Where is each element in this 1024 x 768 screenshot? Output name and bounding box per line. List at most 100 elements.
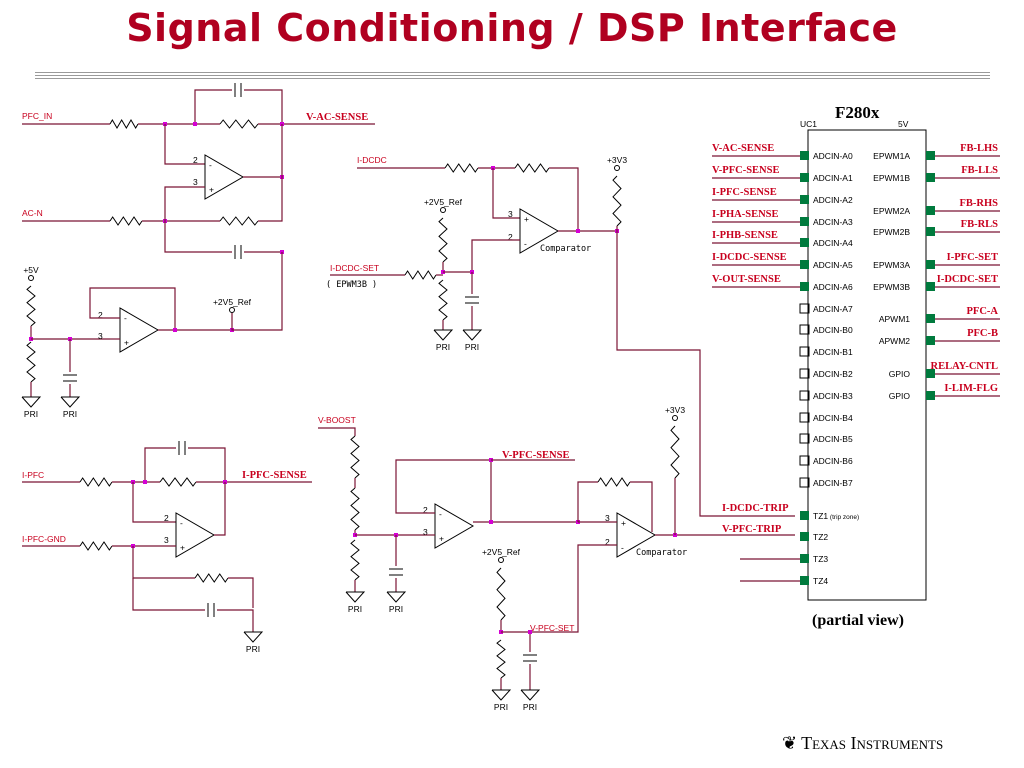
resistor (109, 216, 143, 226)
trip-signal-label: I-DCDC-TRIP (722, 503, 789, 514)
resistor (496, 567, 506, 621)
output-signal-label: PFC-B (967, 328, 998, 339)
wire (228, 577, 254, 608)
chip-pin-label: TZ1 (trip zone) (813, 511, 859, 521)
op-amp-sign: + (209, 184, 214, 194)
adc-signal-label: I-PFC-SENSE (712, 187, 777, 198)
pin-number: 3 (605, 513, 610, 523)
chip-pin (800, 576, 809, 585)
chip-pin-label: EPWM3B (873, 282, 910, 292)
chip-pin (926, 314, 935, 323)
chip-pin-label: APWM2 (879, 336, 910, 346)
chip-pin-label: ADCIN-A0 (813, 151, 853, 161)
pin-number: 3 (193, 177, 198, 187)
chip-pin-unused (799, 477, 810, 488)
net-label: I-PFC-GND (22, 534, 66, 544)
comparator-label: Comparator (636, 548, 687, 558)
wire (164, 186, 205, 221)
wire (89, 287, 176, 330)
wire (194, 89, 232, 124)
adc-signal-label: V-AC-SENSE (712, 143, 774, 154)
net-label: I-DCDC (357, 155, 387, 165)
chip-pin-label: ADCIN-B1 (813, 347, 853, 357)
supply-label: +3V3 (665, 405, 685, 415)
op-amp (119, 307, 159, 353)
adc-signal-label: V-PFC-SENSE (712, 165, 779, 176)
resistor (496, 639, 506, 679)
adc-signal-label: I-PHA-SENSE (712, 209, 779, 220)
chip-pin (926, 260, 935, 269)
resistor (79, 477, 113, 487)
op-amp-sign: - (621, 542, 624, 552)
chip-pin (800, 260, 809, 269)
chip-pin (926, 227, 935, 236)
resistor (597, 477, 631, 487)
chip-pin (926, 151, 935, 160)
resistor (219, 119, 259, 129)
wire (132, 546, 195, 579)
op-amp-sign: - (180, 518, 183, 528)
wire (395, 459, 492, 522)
net-label: AC-N (22, 208, 43, 218)
chip-pin-unused (799, 324, 810, 335)
supply-label: +2V5_Ref (424, 197, 463, 207)
chip-pin (800, 238, 809, 247)
wire (616, 231, 795, 517)
resistor (444, 163, 479, 173)
chip-pin-unused (799, 346, 810, 357)
trip-signal-label: V-PFC-TRIP (722, 524, 782, 535)
resistor (438, 217, 448, 263)
wire (164, 221, 232, 253)
wire (144, 447, 176, 482)
ground-label: PRI (494, 702, 508, 712)
resistor (109, 119, 139, 129)
adc-signal-label: I-DCDC-SENSE (712, 252, 787, 263)
resistor (350, 487, 360, 531)
pin-number: 2 (98, 310, 103, 320)
supply-label: +2V5_Ref (213, 297, 252, 307)
chip-pin (926, 173, 935, 182)
chip-pin-label: ADCIN-A5 (813, 260, 853, 270)
pin-number: 3 (508, 209, 513, 219)
wire (231, 252, 283, 331)
ground-label: PRI (24, 409, 38, 419)
resistor (612, 175, 622, 227)
output-signal-label: I-PFC-SET (947, 252, 998, 263)
chip-pin-label: EPWM3A (873, 260, 910, 270)
chip-pin (800, 195, 809, 204)
chip-pin-label: ADCIN-B3 (813, 391, 853, 401)
op-amp-sign: + (439, 533, 444, 543)
wire (630, 481, 653, 532)
op-amp-sign: + (524, 214, 529, 224)
output-signal-label: FB-LLS (961, 165, 998, 176)
supply-terminal (28, 275, 34, 281)
chip-pin-label: TZ2 (813, 532, 828, 542)
pin-number: 3 (423, 527, 428, 537)
chip-pin-label: ADCIN-A2 (813, 195, 853, 205)
pin-number: 2 (164, 513, 169, 523)
ti-logo-text: Texas Instruments (801, 733, 944, 753)
resistor (26, 341, 36, 383)
chip-pin-label: EPWM2B (873, 227, 910, 237)
adc-signal-label: V-OUT-SENSE (712, 274, 781, 285)
chip-pin-label: EPWM1B (873, 173, 910, 183)
output-signal-label: FB-RHS (959, 198, 998, 209)
junction-dot (489, 520, 493, 524)
resistor (514, 163, 550, 173)
output-signal-label: I-DCDC-SET (937, 274, 998, 285)
op-amp (434, 503, 474, 549)
resistor (194, 573, 229, 583)
chip-pin-label: ADCIN-B5 (813, 434, 853, 444)
ti-logo-icon: ❦ (782, 733, 798, 753)
ground-symbol (491, 689, 512, 701)
output-signal-label: FB-RLS (961, 219, 999, 230)
junction-dot (528, 630, 532, 634)
wire (217, 609, 254, 632)
wire (443, 239, 520, 273)
op-amp (616, 512, 656, 558)
op-amp (204, 154, 244, 200)
chip-pin-label: ADCIN-A1 (813, 173, 853, 183)
chip-pin-label: GPIO (889, 369, 911, 379)
junction-dot (193, 122, 197, 126)
